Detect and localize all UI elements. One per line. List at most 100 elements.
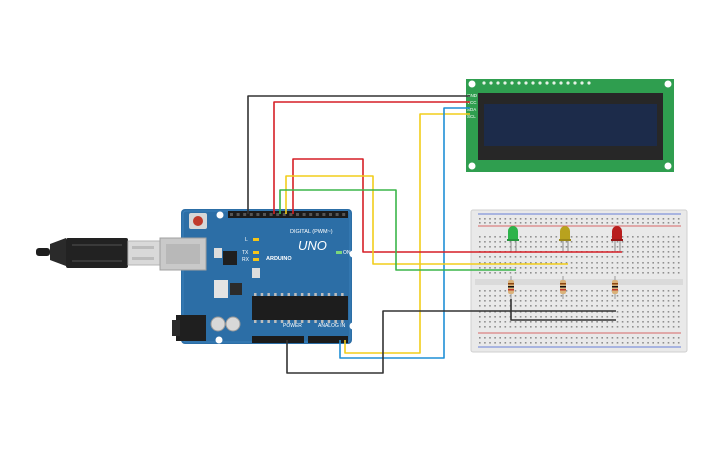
breadboard-hole	[535, 241, 537, 243]
breadboard-hole	[596, 246, 598, 248]
breadboard-hole	[677, 272, 680, 274]
wire-blue-lcd-scl[interactable]	[339, 107, 470, 359]
breadboard-hole	[560, 222, 563, 224]
breadboard-hole	[504, 305, 507, 307]
wire-yellow-led[interactable]	[285, 175, 568, 265]
capacitor-left	[210, 316, 226, 332]
wire-black-gnd-rail[interactable]	[510, 299, 616, 321]
breadboard-hole	[626, 290, 629, 292]
breadboard-hole	[489, 321, 491, 323]
breadboard-hole	[565, 241, 568, 243]
breadboard-hole	[586, 300, 588, 302]
breadboard-hole	[581, 272, 583, 274]
breadboard-hole	[545, 262, 547, 264]
breadboard-hole	[626, 311, 629, 313]
breadboard-hole	[637, 267, 639, 269]
wire-red-led[interactable]	[292, 158, 622, 253]
breadboard-hole	[565, 326, 568, 328]
breadboard-hole	[596, 316, 598, 318]
wire-green-led[interactable]	[279, 189, 516, 271]
breadboard-hole	[530, 222, 532, 224]
breadboard-hole	[545, 272, 547, 274]
breadboard-hole	[550, 342, 552, 344]
wire-black-gnd[interactable]	[286, 310, 616, 374]
breadboard-hole	[652, 262, 654, 264]
breadboard-hole	[647, 246, 649, 248]
breadboard-hole	[621, 272, 624, 274]
breadboard-hole	[545, 316, 547, 318]
wire-red-lcd-vcc[interactable]	[273, 101, 470, 214]
breadboard-hole	[657, 236, 660, 238]
breadboard-hole	[509, 267, 512, 269]
breadboard-hole	[570, 326, 573, 328]
chip-pin	[280, 293, 284, 296]
breadboard-hole	[611, 321, 614, 323]
breadboard-hole	[519, 222, 522, 224]
resistor-3	[612, 276, 618, 299]
breadboard-hole	[570, 321, 573, 323]
header-pin	[342, 213, 346, 216]
chip-pin	[334, 293, 337, 296]
breadboard-hole	[657, 295, 660, 297]
breadboard-hole	[596, 236, 598, 238]
breadboard-hole	[596, 222, 598, 224]
breadboard-hole	[642, 262, 644, 264]
breadboard-hole	[565, 295, 568, 297]
breadboard-hole	[514, 218, 517, 220]
breadboard[interactable]	[470, 209, 688, 353]
breadboard-hole	[550, 272, 552, 274]
breadboard-hole	[504, 337, 507, 339]
breadboard-hole	[509, 222, 512, 224]
breadboard-hole	[504, 267, 507, 269]
lcd-pin-gnd: GND	[467, 93, 478, 98]
breadboard-hole	[616, 342, 619, 344]
breadboard-hole	[591, 316, 593, 318]
breadboard-hole	[545, 236, 547, 238]
breadboard-hole	[601, 222, 603, 224]
lcd-pin-vcc: VCC	[467, 100, 477, 105]
breadboard-hole	[524, 337, 527, 339]
breadboard-hole	[657, 316, 660, 318]
breadboard-hole	[479, 222, 481, 224]
breadboard-hole	[581, 241, 583, 243]
breadboard-hole	[606, 262, 609, 264]
breadboard-hole	[677, 295, 680, 297]
breadboard-hole	[586, 236, 588, 238]
header-pin	[282, 213, 286, 216]
breadboard-hole	[647, 256, 649, 258]
led-green[interactable]	[507, 226, 519, 252]
breadboard-hole	[484, 218, 486, 220]
breadboard-hole	[581, 300, 583, 302]
led-yellow[interactable]	[559, 226, 571, 252]
breadboard-hole	[611, 262, 614, 264]
breadboard-hole	[596, 290, 598, 292]
chip-pin	[274, 293, 277, 296]
lcd-module[interactable]: GND VCC SDA SCL	[466, 79, 674, 172]
breadboard-hole	[555, 246, 558, 248]
breadboard-hole	[616, 326, 619, 328]
chip-pin	[300, 293, 304, 296]
resistor-2	[560, 276, 566, 299]
breadboard-hole	[637, 218, 639, 220]
breadboard-hole	[570, 256, 573, 258]
wire-black-lcd-gnd[interactable]	[247, 95, 470, 214]
breadboard-hole	[489, 342, 491, 344]
breadboard-hole	[591, 246, 593, 248]
breadboard-hole	[555, 267, 558, 269]
breadboard-hole	[647, 236, 649, 238]
arduino-uno-board[interactable]: L TX RX ON DIGITAL (PWM~) UNO ARDUINO PO…	[159, 209, 357, 344]
breadboard-hole	[657, 290, 660, 292]
breadboard-hole	[677, 262, 680, 264]
breadboard-hole	[596, 272, 598, 274]
breadboard-hole	[642, 256, 644, 258]
led-red[interactable]	[611, 226, 623, 252]
lcd-pin-sda: SDA	[467, 107, 476, 112]
wire-yellow-lcd-sda[interactable]	[344, 113, 470, 354]
breadboard-hole	[545, 256, 547, 258]
chip-pin	[280, 320, 284, 323]
breadboard-hole	[479, 256, 481, 258]
breadboard-hole	[586, 326, 588, 328]
breadboard-hole	[591, 300, 593, 302]
breadboard-hole	[570, 272, 573, 274]
breadboard-hole	[555, 337, 558, 339]
